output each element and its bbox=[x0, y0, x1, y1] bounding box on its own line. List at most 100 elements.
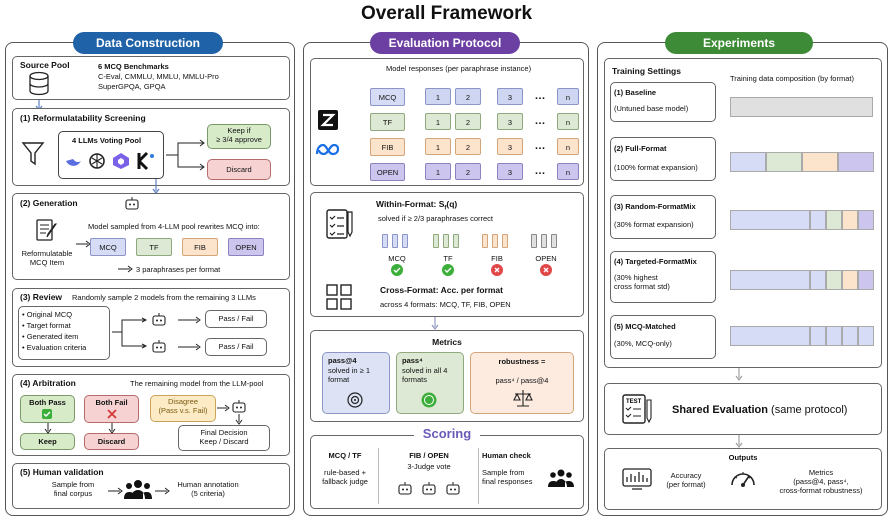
pass-4-desc: solved in all 4 formats bbox=[402, 366, 448, 384]
setting-baseline-box bbox=[610, 82, 716, 122]
voting-pool-label: 4 LLMs Voting Pool bbox=[72, 136, 142, 145]
keep-label: Keep bbox=[38, 437, 57, 446]
final-decision-box bbox=[178, 425, 270, 451]
composition-segment bbox=[842, 210, 858, 230]
paraphrase-bar bbox=[433, 234, 439, 248]
gauge-icon bbox=[731, 472, 755, 487]
composition-segment bbox=[810, 270, 826, 290]
setting-baseline-name: (1) Baseline bbox=[614, 88, 657, 97]
checklist-icon bbox=[326, 209, 353, 239]
within-label-mcq: MCQ bbox=[388, 254, 406, 263]
arrow-right-icon bbox=[76, 240, 91, 248]
response-cell: … bbox=[534, 90, 546, 102]
composition-segment bbox=[826, 210, 842, 230]
source-pool-box bbox=[12, 56, 290, 100]
robot-icon bbox=[125, 197, 139, 210]
response-cell: 1 bbox=[425, 113, 451, 130]
cross-format-desc: across 4 formats: MCQ, TF, FIB, OPEN bbox=[380, 300, 511, 309]
scoring-human-title: Human check bbox=[482, 451, 531, 460]
composition-segment bbox=[730, 97, 873, 117]
discard-arb-box bbox=[84, 433, 139, 450]
data-construction-header: Data Construction bbox=[73, 32, 223, 54]
benchmarks-line-2: SuperGPQA, GPQA bbox=[98, 82, 166, 91]
responses-title: Model responses (per paraphrase instance… bbox=[386, 64, 532, 73]
funnel-icon bbox=[21, 142, 45, 166]
people-group-icon bbox=[124, 480, 152, 499]
scoring-fib-open-title: FIB / OPEN bbox=[409, 451, 449, 460]
arbitration-title: (4) Arbitration bbox=[20, 378, 76, 388]
response-cell: n bbox=[557, 163, 579, 180]
setting-random-mix-name: (3) Random-FormatMix bbox=[614, 202, 696, 211]
response-cell: 3 bbox=[497, 88, 523, 105]
response-cell: n bbox=[557, 113, 579, 130]
composition-segment bbox=[802, 152, 838, 172]
setting-targeted-mix-name: (4) Targeted-FormatMix bbox=[614, 257, 697, 266]
screening-title: (1) Reformulatability Screening bbox=[20, 113, 146, 123]
composition-segment bbox=[730, 270, 810, 290]
evaluation-protocol-header: Evaluation Protocol bbox=[370, 32, 520, 54]
test-clipboard-icon: TEST bbox=[622, 394, 652, 424]
shared-evaluation-label: Shared Evaluation (same protocol) bbox=[672, 404, 848, 416]
experiments-header: Experiments bbox=[665, 32, 813, 54]
composition-segment bbox=[766, 152, 802, 172]
discard-arb-label: Discard bbox=[97, 437, 126, 446]
generation-title: (2) Generation bbox=[20, 198, 78, 208]
response-cell: 2 bbox=[455, 163, 481, 180]
composition-segment bbox=[826, 270, 842, 290]
scoring-fib-open-desc: 3-Judge vote bbox=[407, 462, 451, 471]
arrow-right-icon bbox=[217, 404, 230, 412]
arbitration-desc: The remaining model from the LLM-pool bbox=[130, 379, 264, 388]
within-label-open: OPEN bbox=[535, 254, 557, 263]
cross-format-title: Cross-Format: Acc. per format bbox=[380, 285, 503, 295]
generation-desc: Model sampled from 4-LLM pool rewrites M… bbox=[88, 222, 260, 231]
robot-icon bbox=[152, 313, 166, 326]
within-label-tf: TF bbox=[443, 254, 453, 263]
arrow-right-icon bbox=[118, 265, 133, 273]
split-arrows-icon bbox=[166, 139, 205, 171]
paraphrase-bar bbox=[392, 234, 398, 248]
arrow-right-icon bbox=[108, 487, 123, 495]
people-group-icon bbox=[548, 469, 574, 487]
composition-segment bbox=[810, 326, 826, 346]
review-bullets-box bbox=[18, 306, 110, 360]
response-cell: 2 bbox=[455, 138, 481, 155]
robot-icon bbox=[232, 400, 246, 413]
disagree-label: Disagree (Pass v.s. Fail) bbox=[158, 397, 208, 415]
setting-mcq-matched-name: (5) MCQ-Matched bbox=[614, 322, 676, 331]
generation-box bbox=[12, 193, 290, 280]
setting-full-format-name: (2) Full-Format bbox=[614, 144, 667, 153]
paraphrase-bar bbox=[551, 234, 557, 248]
response-cell: 1 bbox=[425, 163, 451, 180]
outputs-title: Outputs bbox=[728, 453, 758, 462]
format-fib-chip: FIB bbox=[182, 238, 218, 256]
zhipu-logo-icon bbox=[318, 110, 338, 130]
setting-random-mix-desc: (30% format expansion) bbox=[614, 220, 694, 229]
monitor-chart-icon bbox=[622, 468, 652, 490]
robot-icon bbox=[398, 482, 412, 495]
human-validation-title: (5) Human validation bbox=[20, 467, 104, 477]
pass-at-4-desc: solved in ≥ 1 format bbox=[328, 366, 371, 384]
robot-icon bbox=[422, 482, 436, 495]
paraphrase-bar bbox=[531, 234, 537, 248]
setting-random-mix-box bbox=[610, 195, 716, 239]
qwen-logo-icon bbox=[113, 153, 129, 169]
grid-squares-icon bbox=[326, 284, 352, 310]
scale-icon bbox=[513, 390, 533, 407]
composition-segment bbox=[858, 326, 874, 346]
arrow-right-icon bbox=[178, 316, 201, 324]
composition-title: Training data composition (by format) bbox=[730, 74, 854, 83]
arrow-down-icon bbox=[108, 423, 116, 434]
robot-icon bbox=[446, 482, 460, 495]
keep-if-label: Keep if ≥ 3/4 approve bbox=[216, 126, 262, 144]
review-bullet-2: • Target format bbox=[22, 321, 71, 330]
setting-mcq-matched-box bbox=[610, 315, 716, 359]
setting-full-format-desc: (100% format expansion) bbox=[614, 163, 698, 172]
kimi-logo-icon bbox=[137, 151, 154, 171]
human-validation-box bbox=[12, 463, 290, 509]
composition-segment bbox=[730, 152, 766, 172]
deepseek-logo-icon bbox=[66, 157, 81, 166]
benchmarks-line-1: C-Eval, CMMLU, MMLU, MMLU-Pro bbox=[98, 72, 219, 81]
benchmarks-title: 6 MCQ Benchmarks bbox=[98, 62, 169, 71]
cross-icon bbox=[107, 409, 117, 419]
review-result-2 bbox=[205, 338, 267, 356]
